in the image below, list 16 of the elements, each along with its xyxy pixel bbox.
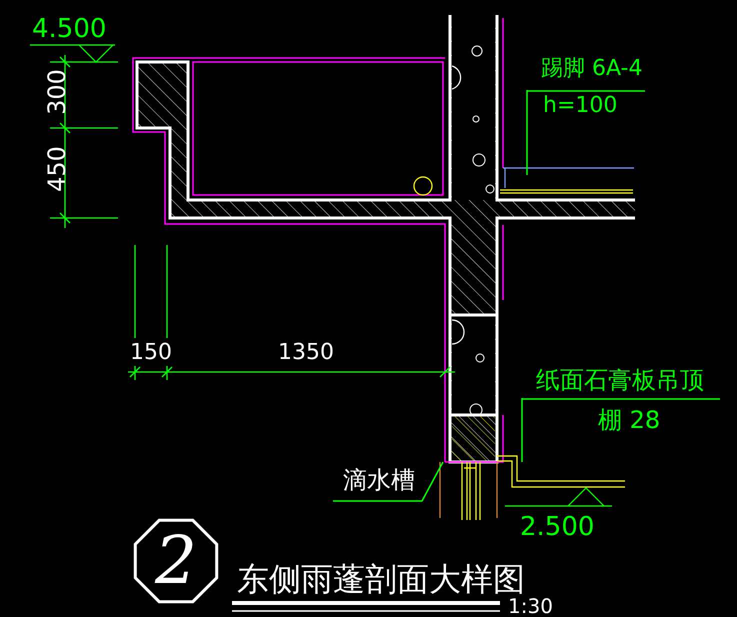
annotation-text: 滴水槽: [343, 468, 415, 492]
elevation-label: 4.500: [32, 16, 106, 42]
leader-line: [521, 398, 523, 462]
dimension-text: 450: [44, 146, 69, 192]
dimension-text: 1350: [278, 342, 334, 364]
elevation-label: 2.500: [520, 514, 594, 540]
dimension-text: 150: [130, 342, 172, 364]
leader-line: [526, 90, 528, 175]
annotation-text: 纸面石膏板吊顶: [536, 368, 704, 392]
annotation-text: 踢脚 6A-4: [541, 58, 642, 80]
drawing-title: 东侧雨蓬剖面大样图: [237, 563, 525, 595]
leader-line: [333, 462, 444, 502]
scale-label: 1:30: [508, 596, 553, 616]
annotation-text: h=100: [543, 95, 618, 117]
dimension-text: 300: [44, 69, 69, 115]
annotation-text: 棚 28: [598, 408, 660, 432]
